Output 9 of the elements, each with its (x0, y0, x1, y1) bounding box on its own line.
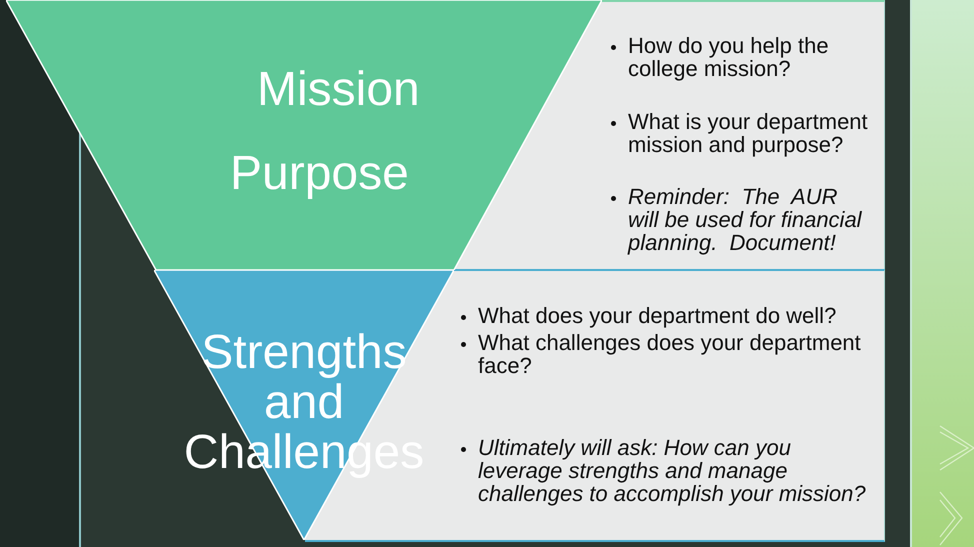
bullet-text: How do you help the college mission? (628, 34, 830, 80)
bullet-text: What does your department do well? (478, 304, 838, 327)
bullet-text: What is your department mission and purpose? (628, 110, 869, 156)
funnel-upper-section (6, 0, 602, 270)
section-title: Mission (257, 66, 420, 114)
bullet-text: Ultimately will ask: How can you leverage strengths and manage challenges to accomplish your mission? (478, 436, 867, 505)
bullet-text: What challenges does your department face? (478, 331, 862, 377)
bullet-text: Reminder: The AUR will be used for financial planning. Document! (628, 185, 863, 254)
section-title: Purpose (230, 150, 409, 198)
